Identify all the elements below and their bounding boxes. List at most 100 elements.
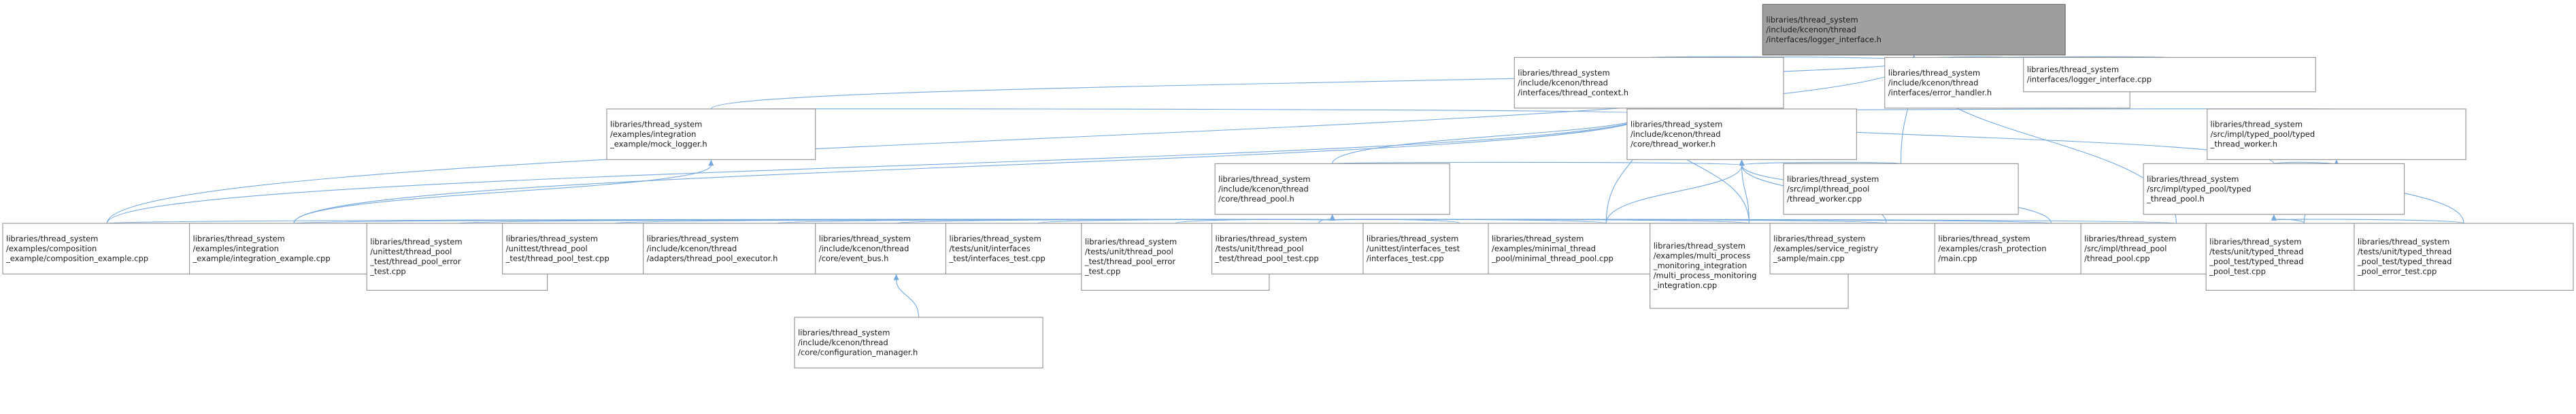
edge-mock_logger_h-to-integration_example_cpp <box>293 165 712 224</box>
node-label-line: _integration.cpp <box>1653 281 1718 290</box>
node-label-line: /multi_process_monitoring <box>1654 271 1757 281</box>
node-thread_worker_cpp[interactable]: libraries/thread_system/src/impl/thread_… <box>1783 163 2019 215</box>
node-composition_example_cpp[interactable]: libraries/thread_system/examples/composi… <box>2 223 212 275</box>
node-label-line: _test/thread_pool_error <box>1084 257 1176 266</box>
node-label-line: /tests/unit/typed_thread <box>2358 247 2452 257</box>
node-logger_interface_cpp[interactable]: libraries/thread_system/interfaces/logge… <box>2023 57 2316 93</box>
node-label-line: /main.cpp <box>1938 253 1977 263</box>
node-label-line: /include/kcenon/thread <box>1518 78 1608 87</box>
edge-thread_context_h-to-composition_example_cpp <box>106 113 1650 224</box>
node-label-line: /unittest/thread_pool <box>370 247 452 257</box>
node-label-line: /tests/unit/typed_thread <box>2209 247 2303 257</box>
edge-thread_worker_h-to-multi_process_cpp <box>1741 165 1750 224</box>
node-label-line: /thread_worker.cpp <box>1787 194 1862 204</box>
node-label-line: libraries/thread_system <box>1888 68 1980 78</box>
node-label-line: _monitoring_integration <box>1653 261 1747 270</box>
node-label-line: /examples/composition <box>6 244 97 253</box>
node-typed_thread_worker_h[interactable]: libraries/thread_system/src/impl/typed_p… <box>2207 108 2466 161</box>
node-label-line: libraries/thread_system <box>1773 234 1865 243</box>
node-mock_logger_h[interactable]: libraries/thread_system/examples/integra… <box>606 108 816 161</box>
node-label-line: /unittest/interfaces_test <box>1367 244 1460 253</box>
node-label-line: libraries/thread_system <box>370 237 462 246</box>
edge-thread_pool_h-to-tests_thread_pool_error_test_cpp <box>1175 219 1333 224</box>
node-thread_pool_h[interactable]: libraries/thread_system/include/kcenon/t… <box>1214 163 1450 215</box>
node-label-line: /examples/minimal_thread <box>1492 244 1596 253</box>
node-label-line: _test/thread_pool_test.cpp <box>1215 253 1319 263</box>
node-box <box>1513 57 1784 109</box>
node-tests_thread_pool_error_test_cpp[interactable]: libraries/thread_system/tests/unit/threa… <box>1081 223 1270 291</box>
edge-typed_thread_pool_h-to-typed_thread_pool_error_test_cpp <box>2273 219 2464 224</box>
node-box <box>1626 108 1857 161</box>
node-label-line: libraries/thread_system <box>1654 241 1745 251</box>
node-label-line: /adapters/thread_pool_executor.h <box>647 253 778 263</box>
node-typed_thread_pool_h[interactable]: libraries/thread_system/src/impl/typed_p… <box>2143 163 2405 215</box>
node-label-line: /src/impl/thread_pool <box>2084 244 2167 253</box>
node-label-line: /include/kcenon/thread <box>798 338 888 347</box>
edge-event_bus_h-to-configuration_manager_h <box>896 279 920 318</box>
node-label-line: /examples/integration <box>193 244 279 253</box>
node-label-line: _pool/minimal_thread_pool.cpp <box>1491 253 1613 263</box>
node-configuration_manager_h[interactable]: libraries/thread_system/include/kcenon/t… <box>794 317 1043 369</box>
node-label-line: _thread_pool.h <box>2146 194 2205 204</box>
node-label-line: /examples/service_registry <box>1773 244 1878 253</box>
node-box <box>2354 223 2574 291</box>
edge-arrowhead-16 <box>708 159 714 166</box>
node-label-line: libraries/thread_system <box>1630 119 1722 129</box>
node-label-line: /include/kcenon/thread <box>647 244 737 253</box>
edge-thread_context_h-to-thread_pool_h <box>1332 113 1650 164</box>
edge-arrowhead-27 <box>2271 214 2277 221</box>
edge-thread_pool_h-to-unittest_interfaces_test_cpp <box>1332 219 1461 224</box>
node-box <box>794 317 1043 369</box>
node-label-line: /core/configuration_manager.h <box>798 347 918 357</box>
edge-arrowhead-43 <box>893 274 899 281</box>
edge-thread_context_h-to-integration_example_cpp <box>293 113 1650 224</box>
node-box <box>606 108 816 161</box>
node-logger_interface_h[interactable]: libraries/thread_system/include/kcenon/t… <box>1762 3 2066 56</box>
node-box <box>1762 3 2066 56</box>
node-label-line: libraries/thread_system <box>1218 174 1310 184</box>
node-box <box>2207 108 2466 161</box>
node-label-line: /unittest/thread_pool <box>506 244 588 253</box>
node-label-line: libraries/thread_system <box>949 234 1041 243</box>
node-integration_example_cpp[interactable]: libraries/thread_system/examples/integra… <box>188 223 399 275</box>
node-thread_worker_h[interactable]: libraries/thread_system/include/kcenon/t… <box>1626 108 1857 161</box>
edge-thread_pool_h-to-impl_thread_pool_cpp <box>1332 219 2177 224</box>
node-thread_context_h[interactable]: libraries/thread_system/include/kcenon/t… <box>1513 57 1784 109</box>
node-label-line: /examples/crash_protection <box>1938 244 2046 253</box>
node-label-line: libraries/thread_system <box>2084 234 2176 243</box>
node-label-line: _test/thread_pool_error <box>369 257 461 266</box>
node-label-line: _pool_test/typed_thread <box>2209 257 2303 266</box>
node-label-line: libraries/thread_system <box>1938 234 2030 243</box>
node-label-line: /src/impl/thread_pool <box>1787 184 1869 193</box>
node-label-line: libraries/thread_system <box>1518 68 1609 78</box>
node-label-line: /examples/multi_process <box>1654 251 1751 261</box>
node-label-line: /tests/unit/thread_pool <box>1216 244 1304 253</box>
node-label-line: libraries/thread_system <box>2358 237 2449 246</box>
node-label-line: /interfaces/logger_interface.cpp <box>2027 75 2152 84</box>
node-label-line: /include/kcenon/thread <box>1218 184 1309 193</box>
edge-logger_interface_h-to-mock_logger_h <box>710 60 1915 110</box>
node-label-line: libraries/thread_system <box>1367 234 1458 243</box>
node-label-line: libraries/thread_system <box>1766 15 1858 25</box>
edge-typed_thread_pool_h-to-typed_thread_pool_test_cpp <box>2273 219 2305 224</box>
node-label-line: _pool_test/typed_thread <box>2357 257 2452 266</box>
node-label-line: libraries/thread_system <box>193 234 285 243</box>
node-label-line: libraries/thread_system <box>2209 237 2301 246</box>
node-label-line: /examples/integration <box>610 129 696 139</box>
edge-arrowhead-42 <box>1329 214 1335 221</box>
node-label-line: _pool_error_test.cpp <box>2357 267 2437 276</box>
node-typed_thread_pool_error_test_cpp[interactable]: libraries/thread_system/tests/unit/typed… <box>2354 223 2574 291</box>
node-label-line: _example/mock_logger.h <box>609 139 707 148</box>
node-label-line: /include/kcenon/thread <box>819 244 909 253</box>
node-label-line: libraries/thread_system <box>610 119 702 129</box>
node-label-line: /src/impl/typed_pool/typed <box>2211 129 2315 139</box>
node-label-line: libraries/thread_system <box>2027 65 2119 74</box>
node-multi_process_cpp[interactable]: libraries/thread_system/examples/multi_p… <box>1650 223 1849 309</box>
node-box <box>1783 163 2019 215</box>
node-label-line: /core/event_bus.h <box>819 253 889 263</box>
node-label-line: libraries/thread_system <box>2211 119 2303 129</box>
node-label-line: _test/thread_pool_test.cpp <box>505 253 609 263</box>
node-label-line: /interfaces/thread_context.h <box>1518 88 1628 97</box>
node-label-line: libraries/thread_system <box>6 234 98 243</box>
edge-thread_context_h-to-mock_logger_h <box>711 108 1650 114</box>
